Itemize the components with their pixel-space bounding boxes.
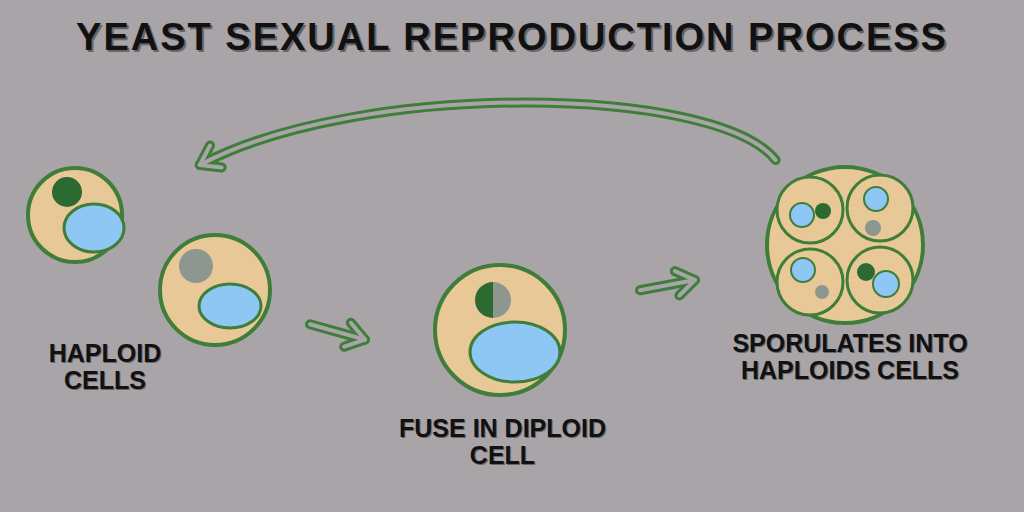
- double-line-arrow: [640, 271, 695, 295]
- arrow-shaft-inner: [310, 324, 365, 339]
- nucleus: [873, 271, 899, 297]
- diploid-cell: [435, 265, 565, 395]
- arrow-head: [344, 323, 365, 347]
- arrow-head-inner: [675, 271, 695, 295]
- nucleus: [199, 284, 261, 328]
- nucleus: [790, 203, 814, 227]
- mating-organelle: [179, 249, 213, 283]
- arrow-head-inner: [200, 146, 222, 168]
- ascus: [767, 167, 923, 323]
- stage-label: HAPLOID CELLS: [20, 340, 190, 394]
- spore: [777, 249, 843, 315]
- mating-organelle: [857, 263, 875, 281]
- mating-organelle: [815, 203, 831, 219]
- arrow-shaft: [310, 324, 365, 339]
- arrow-head: [200, 146, 222, 168]
- stage-label: FUSE IN DIPLOID CELL: [365, 415, 640, 469]
- mating-organelle: [52, 177, 82, 207]
- arrow-shaft-inner: [200, 103, 776, 166]
- double-line-arrow: [200, 103, 776, 168]
- organelle-half: [493, 282, 511, 318]
- mating-organelle: [815, 285, 829, 299]
- nucleus: [64, 204, 124, 252]
- spore: [777, 177, 843, 243]
- arrow-shaft-inner: [640, 280, 695, 290]
- mating-organelle: [865, 220, 881, 236]
- nucleus: [791, 258, 815, 282]
- spore: [847, 175, 913, 241]
- diploid-cell-stage: FUSE IN DIPLOID CELL: [365, 255, 640, 490]
- stage-label: SPORULATES INTO HAPLOIDS CELLS: [695, 330, 1005, 384]
- spore: [847, 247, 913, 313]
- diagram-title: YEAST SEXUAL REPRODUCTION PROCESS: [0, 16, 1024, 59]
- nucleus: [864, 187, 888, 211]
- arrow-shaft: [640, 280, 695, 290]
- nucleus: [470, 322, 560, 382]
- arrow-shaft: [200, 103, 776, 166]
- arrow-head: [675, 271, 695, 295]
- sporulation-stage: SPORULATES INTO HAPLOIDS CELLS: [695, 160, 1005, 410]
- arrow-head-inner: [344, 323, 365, 347]
- haploid-cells-stage: HAPLOID CELLS: [20, 165, 310, 410]
- double-line-arrow: [310, 323, 365, 347]
- haploid-cell: [160, 235, 270, 345]
- organelle-half: [475, 282, 493, 318]
